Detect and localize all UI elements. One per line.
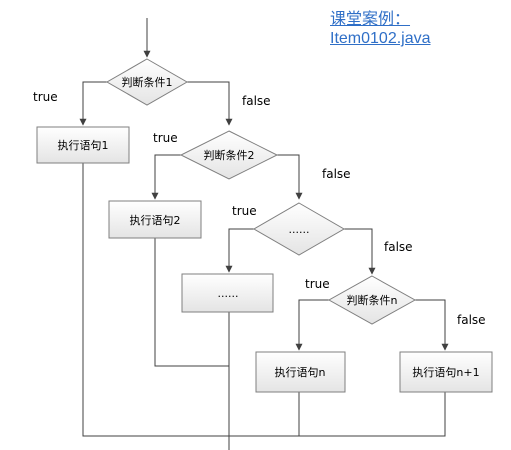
caption-line-1: 课堂案例： — [330, 11, 411, 28]
stmtn1-box — [399, 351, 493, 393]
cond2-false-label: false — [322, 167, 351, 181]
cond1-false-label: false — [242, 94, 271, 108]
stmt3-label: ...... — [218, 287, 239, 300]
edge-cond3-true — [225, 228, 254, 273]
edge-cond1-false — [187, 81, 233, 126]
edge-condn-false — [415, 299, 449, 351]
caption-line-2[interactable]: Item0102.java — [330, 30, 431, 47]
cond3-false-label: false — [384, 240, 413, 254]
edge-stmt1-merge — [82, 163, 229, 437]
edge-cond2-false — [277, 154, 303, 200]
stmt1-box — [36, 126, 130, 164]
condn-false-label: false — [457, 313, 486, 327]
cond1-true-label: true — [33, 90, 58, 104]
stmtn-label: 执行语句n — [275, 365, 326, 379]
edge-stmt2-merge — [154, 238, 229, 367]
stmtn-box — [255, 351, 346, 393]
stmt2-label: 执行语句2 — [130, 213, 181, 227]
edge-stmtn-merge — [229, 392, 300, 437]
edge-condn-true — [295, 299, 329, 351]
cond3-diamond — [253, 202, 345, 256]
cond1-label: 判断条件1 — [122, 75, 173, 89]
condn-true-label: true — [305, 277, 330, 291]
cond2-diamond — [179, 130, 279, 180]
stmt1-label: 执行语句1 — [58, 138, 109, 152]
edge-cond2-true — [151, 154, 181, 200]
stmt2-box — [108, 200, 202, 239]
cond3-true-label: true — [232, 204, 257, 218]
cond3-label: ...... — [289, 223, 310, 236]
cond1-diamond — [105, 58, 189, 106]
condn-diamond — [327, 275, 417, 325]
edge-stmtn1-merge — [299, 392, 446, 437]
cond2-true-label: true — [153, 131, 178, 145]
condn-label: 判断条件n — [347, 293, 398, 307]
cond2-label: 判断条件2 — [204, 148, 255, 162]
stmt3-box — [181, 273, 274, 313]
edge-cond1-true — [79, 81, 107, 126]
source-file-caption[interactable]: 课堂案例： Item0102.java — [330, 10, 431, 48]
edge-cond3-false — [344, 228, 376, 275]
stmtn1-label: 执行语句n+1 — [412, 365, 479, 379]
